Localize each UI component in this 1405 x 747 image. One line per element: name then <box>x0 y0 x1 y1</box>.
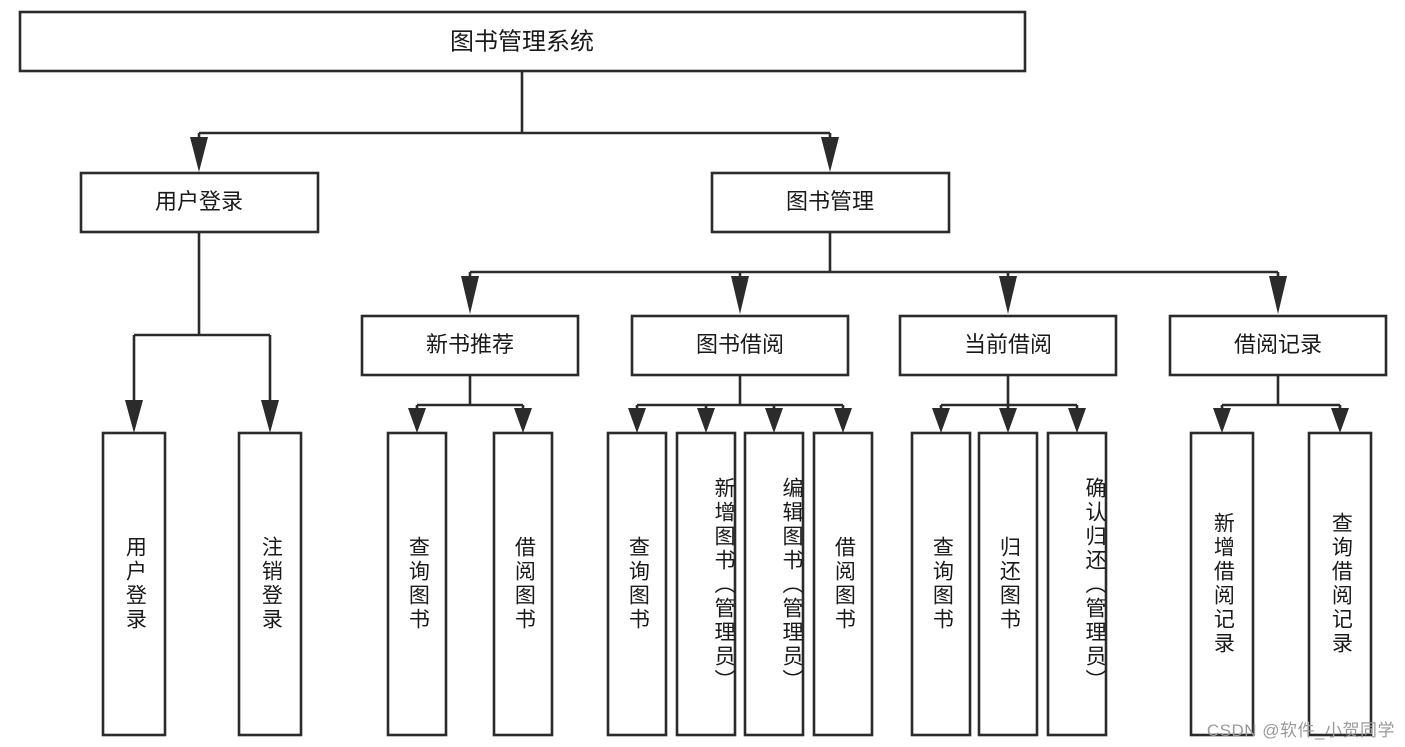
leaf-edit-book-admin-box[interactable] <box>743 431 805 737</box>
arrow-to-leaf-query-book-3 <box>932 408 950 433</box>
leaf-box-layer <box>101 431 1373 737</box>
leaf-query-book-2-box[interactable] <box>606 431 668 737</box>
arrow-to-book-management <box>821 137 839 172</box>
leaf-add-book-admin-box[interactable] <box>675 431 737 737</box>
arrow-to-leaf-query-book-1 <box>408 408 426 433</box>
node-user-login-box[interactable] <box>79 171 320 234</box>
arrow-to-leaf-borrow-book-1 <box>514 408 532 433</box>
node-current-borrow[interactable]: 当前借阅 <box>898 314 1118 377</box>
connector-layer <box>125 71 1349 433</box>
leaf-confirm-return-admin-box[interactable] <box>1046 431 1108 737</box>
arrow-to-new-book-recommend <box>461 276 479 314</box>
arrow-to-leaf-add-borrow-record <box>1213 408 1231 433</box>
leaf-borrow-book-1-box[interactable] <box>492 431 554 737</box>
arrow-to-user-login <box>190 137 208 172</box>
leaf-borrow-book-2-box[interactable] <box>812 431 874 737</box>
arrow-to-leaf-confirm-return-admin <box>1068 408 1086 433</box>
node-book-borrow-label: 图书借阅 <box>696 332 784 357</box>
node-user-login[interactable]: 用户登录 <box>79 171 320 234</box>
arrow-to-leaf-user-login <box>125 400 143 433</box>
node-current-borrow-label: 当前借阅 <box>964 332 1052 357</box>
arrow-to-borrow-record <box>1269 276 1287 314</box>
node-borrow-record-label: 借阅记录 <box>1234 332 1322 357</box>
leaf-add-borrow-record-box[interactable] <box>1189 431 1255 737</box>
arrow-to-current-borrow <box>999 276 1017 314</box>
node-title-system-box[interactable] <box>18 10 1027 73</box>
leaf-return-book-box[interactable] <box>977 431 1039 737</box>
node-book-management-label: 图书管理 <box>786 189 874 214</box>
arrow-to-leaf-edit-book-admin <box>765 408 783 433</box>
node-book-borrow[interactable]: 图书借阅 <box>630 314 850 377</box>
node-borrow-record-box[interactable] <box>1168 314 1388 377</box>
csdn-watermark: CSDN @软件_小贺同学 <box>1206 721 1395 740</box>
node-current-borrow-box[interactable] <box>898 314 1118 377</box>
node-new-book-recommend-label: 新书推荐 <box>426 332 514 357</box>
arrow-to-leaf-query-borrow-record <box>1331 408 1349 433</box>
leaf-user-login-box[interactable] <box>101 431 167 737</box>
leaf-query-book-1-box[interactable] <box>386 431 448 737</box>
leaf-query-borrow-record-box[interactable] <box>1307 431 1373 737</box>
node-new-book-recommend[interactable]: 新书推荐 <box>360 314 580 377</box>
arrow-to-leaf-add-book-admin <box>697 408 715 433</box>
leaf-logout-login-box[interactable] <box>237 431 303 737</box>
arrow-to-leaf-query-book-2 <box>628 408 646 433</box>
node-book-management[interactable]: 图书管理 <box>710 171 951 234</box>
node-book-management-box[interactable] <box>710 171 951 234</box>
arrow-to-leaf-logout-login <box>261 400 279 433</box>
arrow-to-leaf-borrow-book-2 <box>834 408 852 433</box>
arrow-to-book-borrow <box>731 276 749 314</box>
node-new-book-recommend-box[interactable] <box>360 314 580 377</box>
node-borrow-record[interactable]: 借阅记录 <box>1168 314 1388 377</box>
node-book-borrow-box[interactable] <box>630 314 850 377</box>
node-title-system-label: 图书管理系统 <box>450 28 594 55</box>
arrow-to-leaf-return-book <box>999 408 1017 433</box>
leaf-query-book-3-box[interactable] <box>910 431 972 737</box>
node-user-login-label: 用户登录 <box>155 189 243 214</box>
node-title-system[interactable]: 图书管理系统 <box>18 10 1027 73</box>
